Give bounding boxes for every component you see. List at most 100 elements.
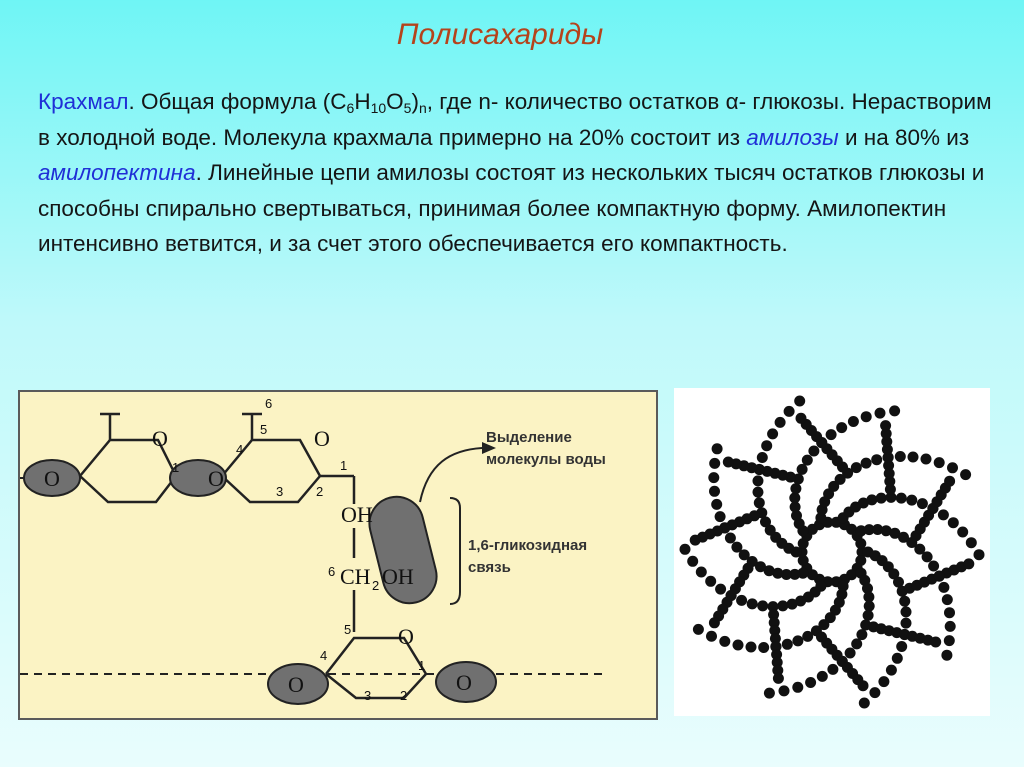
glucose-bead — [834, 473, 846, 485]
glucose-bead — [767, 601, 779, 613]
carbon-number: 4 — [320, 648, 327, 663]
text-fragment: О — [386, 89, 404, 114]
glucose-bead — [857, 680, 869, 692]
carbon-number: 2 — [316, 484, 323, 499]
water-capsule — [368, 495, 438, 605]
glucose-bead — [906, 494, 918, 506]
glucose-bead — [687, 555, 699, 567]
glucose-bead — [938, 581, 950, 593]
arrow-icon — [419, 447, 483, 503]
glucose-bead — [767, 428, 779, 440]
glucose-bead — [816, 670, 828, 682]
glucose-bead — [768, 617, 780, 629]
text-fragment: Н — [354, 89, 371, 114]
glucose-bead — [914, 543, 926, 555]
glucose-bead — [943, 635, 955, 647]
glucose-bead — [774, 416, 786, 428]
glucose-bead — [772, 672, 784, 684]
glucose-bead — [746, 598, 758, 610]
glucose-bead — [805, 677, 817, 688]
glucose-bead — [738, 549, 750, 561]
glucose-bead — [745, 641, 757, 653]
text-fragment: . Линейные цепи амилозы состоят из неско… — [38, 160, 985, 256]
glucose-bead — [883, 468, 895, 479]
glucose-bead — [732, 639, 744, 651]
glucose-bead — [844, 647, 856, 659]
glucose-bead — [899, 595, 911, 607]
glucose-bead — [756, 452, 768, 463]
glucose-bead — [768, 609, 780, 621]
glucose-bead — [889, 527, 901, 539]
glucose-bead — [836, 422, 848, 434]
oxygen-bridge-blob — [169, 459, 227, 497]
glucose-bead — [709, 485, 720, 497]
glucose-bead — [795, 595, 807, 607]
glucose-bead — [850, 462, 862, 474]
glucose-bead — [786, 598, 798, 610]
glucose-bead — [695, 566, 707, 578]
glucose-bead — [708, 472, 720, 484]
glucose-bead — [837, 580, 849, 592]
glucose-bead — [907, 451, 919, 463]
carbon-number: 5 — [344, 622, 351, 637]
atom-o-label: O — [314, 426, 330, 451]
term-amylopectin: амилопектина — [38, 160, 196, 185]
glucose-bead — [871, 454, 883, 466]
carbon-number: 1 — [340, 458, 347, 473]
glucose-bead — [881, 436, 893, 448]
glucose-bead — [863, 591, 875, 603]
glucose-bead — [789, 568, 801, 580]
glucose-bead — [778, 685, 790, 697]
oh-label: OH — [382, 564, 414, 589]
glycosidic-bond-diagram: O O O O OH CH 2 OH O O O 6 5 4 1 1 3 2 6… — [18, 390, 658, 720]
glucose-bead — [783, 405, 795, 417]
glucose-bead — [900, 617, 912, 629]
subscript: n — [418, 100, 427, 116]
glucose-bead — [921, 551, 933, 563]
glucose-bead — [780, 569, 792, 580]
glucose-bead — [851, 638, 863, 650]
glucose-bead — [941, 594, 953, 606]
glucose-bead — [705, 575, 717, 587]
ch2-label: CH — [340, 564, 371, 589]
starch-paragraph: Крахмал. Общая формула (С6Н10О5)n, где n… — [38, 84, 998, 262]
glucose-bead — [884, 475, 896, 487]
glucose-bead — [794, 395, 806, 407]
glucose-bead — [960, 469, 972, 481]
glucose-bead — [860, 457, 872, 469]
glucose-bead — [761, 440, 773, 452]
glucose-bead — [709, 457, 721, 469]
glucose-bead — [847, 416, 859, 427]
subscript: 6 — [346, 100, 355, 116]
glucose-bead — [760, 516, 771, 528]
glucose-bead — [916, 498, 928, 510]
glucose-bead — [869, 687, 881, 699]
glucose-bead — [882, 452, 894, 463]
glucose-bead — [898, 531, 909, 543]
bond-label-line2: связь — [468, 559, 511, 576]
atom-o-label: O — [208, 466, 224, 491]
glucose-bead — [885, 491, 897, 503]
glucose-bead — [815, 512, 827, 524]
glucose-bead — [965, 537, 977, 549]
glucose-bead — [947, 462, 958, 474]
glucose-bead — [731, 541, 743, 553]
atom-o-label: O — [398, 624, 414, 649]
carbon-number: 5 — [260, 422, 267, 437]
glucose-bead — [944, 475, 956, 487]
glucose-bead — [863, 600, 875, 612]
text-fragment: , где n- количество остатков α- — [426, 89, 747, 114]
glucose-bead — [973, 549, 985, 561]
glucose-bead — [878, 676, 890, 688]
glucose-bead — [719, 635, 731, 647]
glucose-bead — [941, 649, 953, 661]
glucose-bead — [885, 664, 897, 676]
glucose-bead — [724, 532, 736, 544]
text-fragment: глюкозы. Нерастворим в холодной воде. Мо… — [38, 89, 992, 150]
slide-title: Полисахариды — [396, 18, 604, 51]
glucose-bead — [891, 652, 903, 664]
bracket-icon — [449, 497, 461, 605]
glucose-bead — [770, 641, 782, 652]
glucose-bead — [963, 558, 975, 570]
oxygen-bridge-blob — [267, 663, 329, 705]
